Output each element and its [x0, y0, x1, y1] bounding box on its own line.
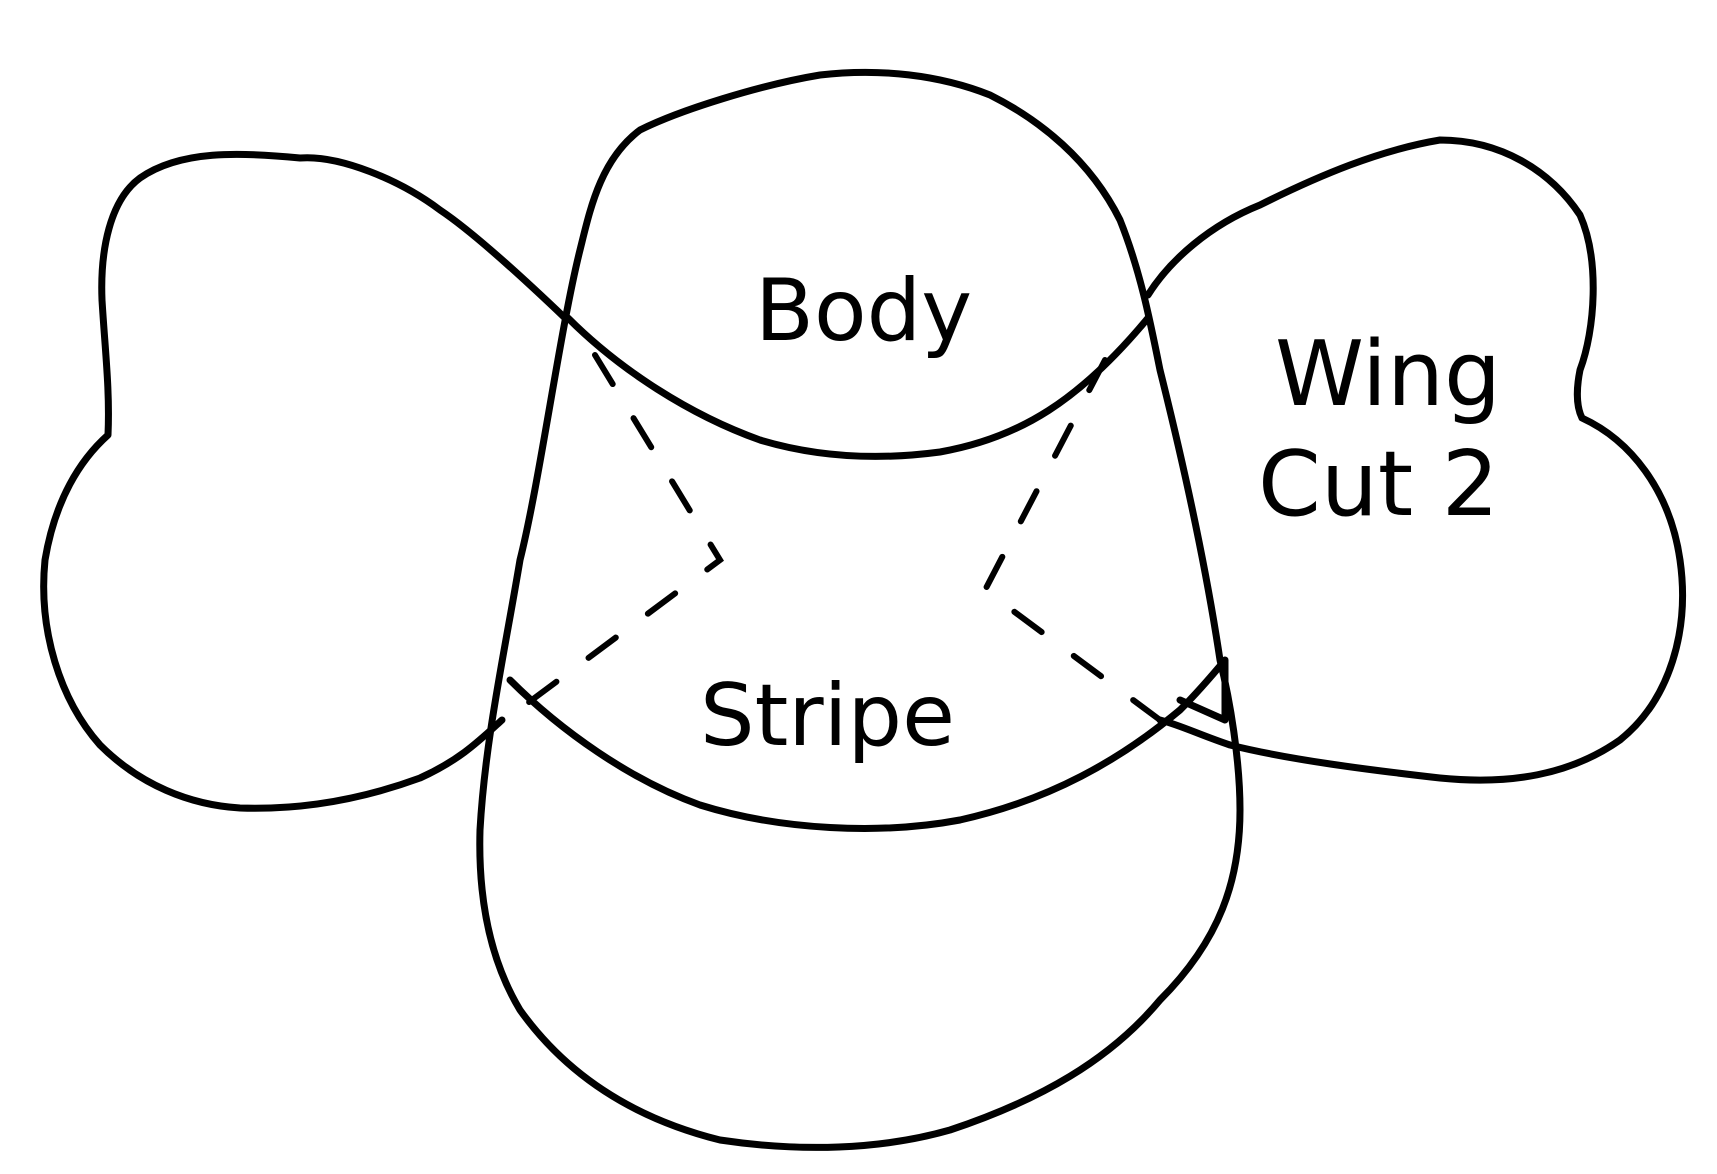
stripe-label: Stripe — [700, 666, 955, 766]
right-fold-dashed-line — [981, 357, 1163, 723]
body-label: Body — [755, 261, 972, 361]
left-wing-outline — [40, 150, 569, 812]
left-fold-dashed-line — [502, 352, 724, 723]
right-wing-outline — [1144, 136, 1686, 784]
wing-label-line2: Cut 2 — [1258, 432, 1499, 537]
stripe-top-line — [564, 314, 1152, 460]
body-outline — [476, 68, 1244, 1151]
stripe-bottom-line — [506, 656, 1229, 832]
wing-label-line1: Wing — [1275, 322, 1501, 427]
